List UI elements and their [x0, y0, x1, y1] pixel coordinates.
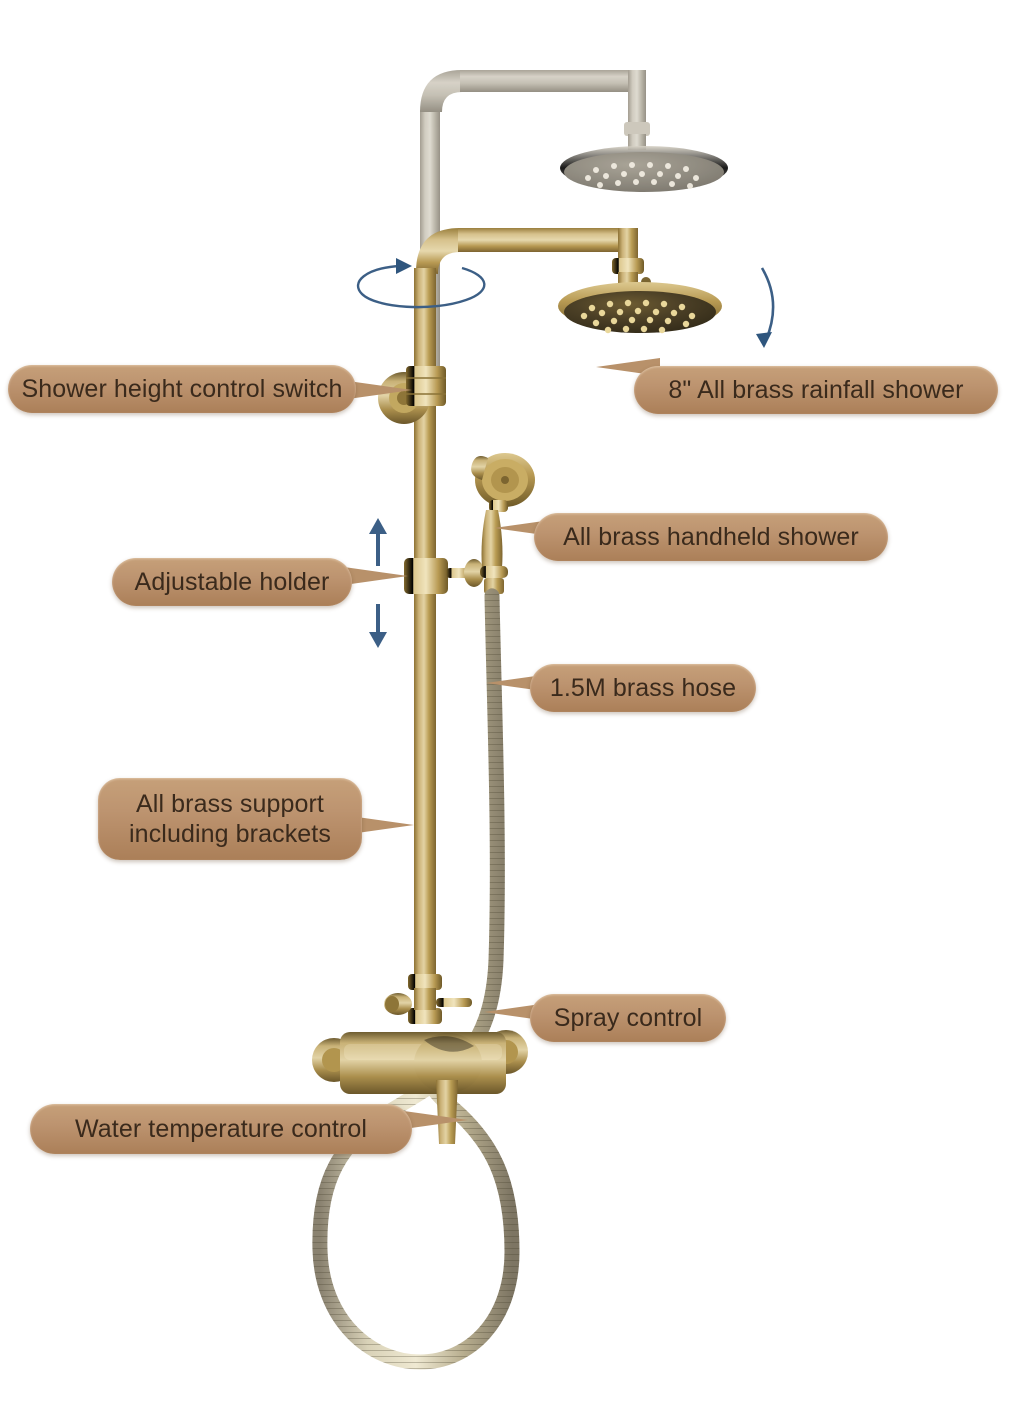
callout-brass-support[interactable]: All brass support including brackets [98, 778, 362, 860]
callout-spray-control[interactable]: Spray control [530, 994, 726, 1042]
spray-diverter-knob[interactable] [384, 974, 472, 1024]
slide-up-arrow-icon [369, 518, 387, 566]
callout-brass-hose[interactable]: 1.5M brass hose [530, 664, 756, 712]
shower-arm [416, 228, 651, 287]
callout-rainfall-shower[interactable]: 8" All brass rainfall shower [634, 366, 998, 414]
callout-label: All brass handheld shower [563, 522, 859, 551]
callout-handheld-shower[interactable]: All brass handheld shower [534, 513, 888, 561]
rainfall-shower-head [558, 282, 722, 334]
callout-water-temperature-control[interactable]: Water temperature control [30, 1104, 412, 1154]
callout-label: 1.5M brass hose [549, 673, 737, 702]
flexible-brass-hose [312, 588, 520, 1370]
callout-label: Shower height control switch [21, 374, 343, 403]
handheld-shower [471, 453, 535, 594]
callout-label: Adjustable holder [134, 567, 330, 596]
riser-pipe [414, 268, 436, 998]
callout-label: Water temperature control [75, 1114, 367, 1143]
slide-down-arrow-icon [369, 604, 387, 648]
height-control-collar[interactable] [406, 366, 446, 406]
callout-label: 8" All brass rainfall shower [668, 375, 964, 404]
rotation-ellipse-icon [356, 258, 486, 309]
callout-adjustable-holder[interactable]: Adjustable holder [112, 558, 352, 606]
adjustable-holder-collar[interactable] [404, 558, 484, 594]
callout-label: All brass support including brackets [129, 789, 331, 849]
tilt-arc-icon [756, 267, 775, 348]
callout-label: Spray control [553, 1003, 703, 1032]
raised-position-ghost-rainfall-head [560, 146, 728, 192]
callout-shower-height-control-switch[interactable]: Shower height control switch [8, 365, 356, 413]
